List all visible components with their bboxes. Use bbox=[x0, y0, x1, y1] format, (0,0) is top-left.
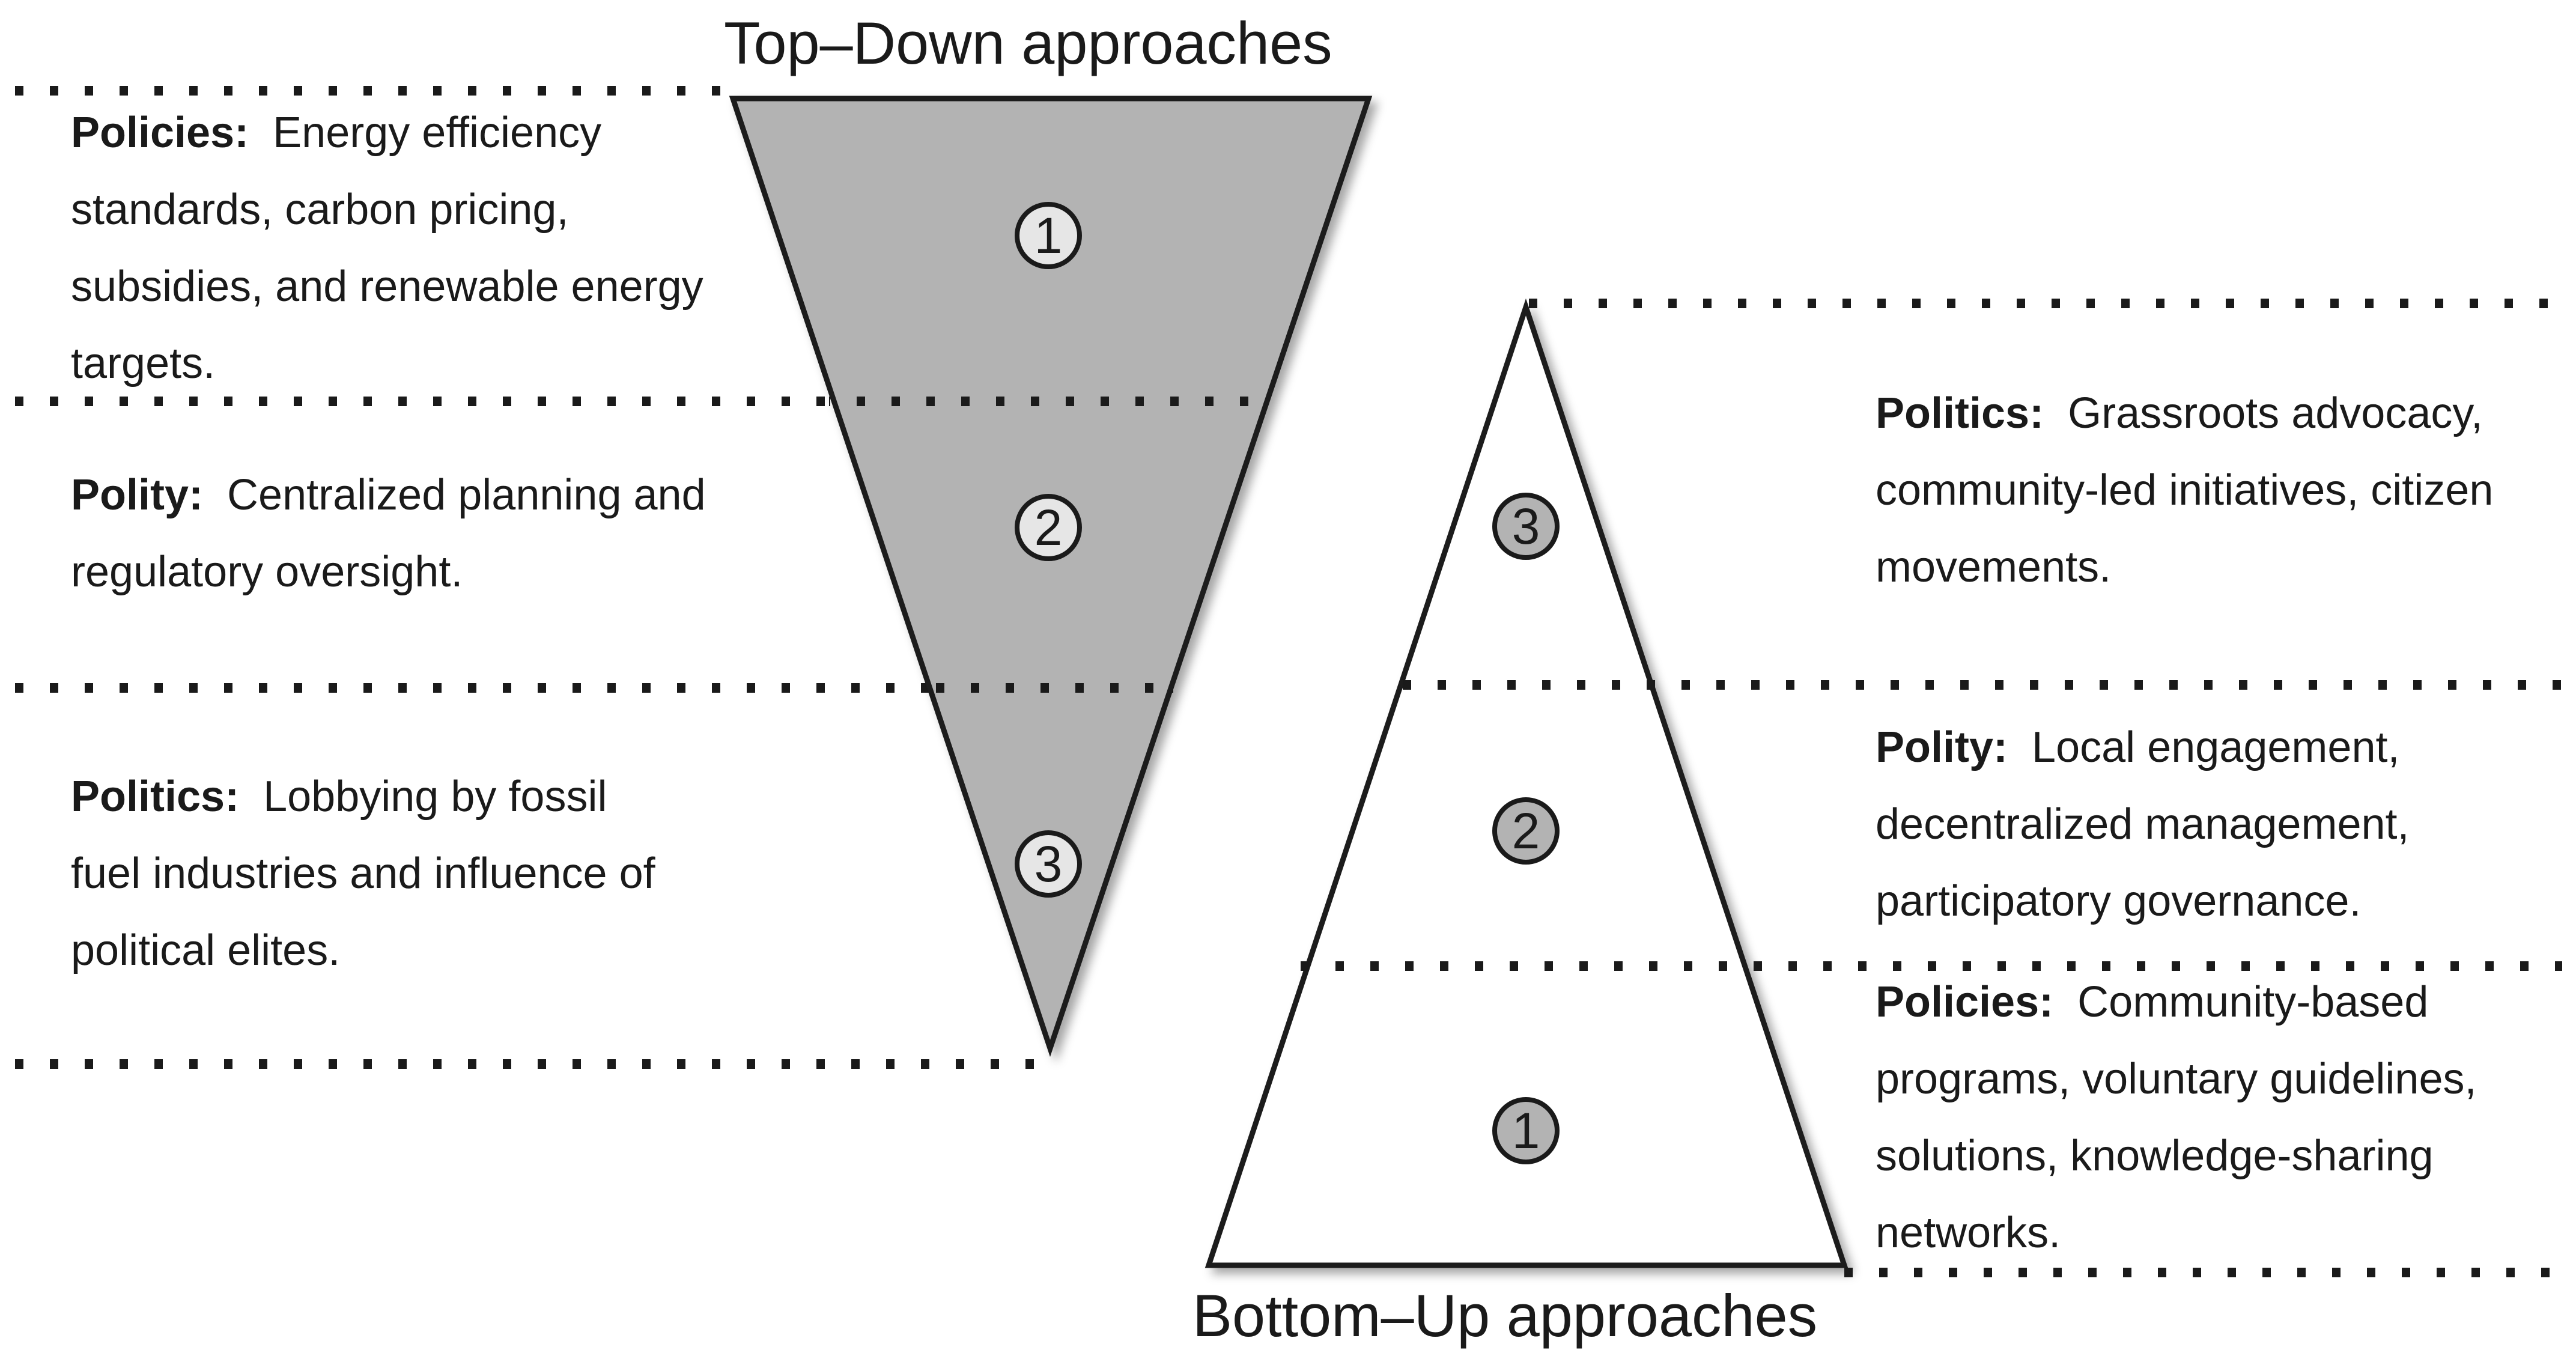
bottom-up-polity-text: Polity: Local engagement, decentralized … bbox=[1876, 709, 2548, 940]
bottom-up-polity-heading: Polity: bbox=[1876, 723, 2008, 771]
top-down-politics-text: Politics: Lobbying by fossil fuel indust… bbox=[71, 758, 684, 989]
top-down-triangle bbox=[729, 96, 1373, 1057]
top-down-level-1-number: 1 bbox=[1034, 207, 1063, 264]
top-down-polity-body: Centralized planning and regulatory over… bbox=[71, 471, 706, 596]
top-down-level-2-marker: 2 bbox=[1015, 494, 1082, 561]
top-down-politics-body: Lobbying by fossil fuel industries and i… bbox=[71, 773, 655, 974]
bottom-up-level-2-marker: 2 bbox=[1492, 797, 1560, 865]
bottom-up-politics-body: Grassroots advocacy, community-led initi… bbox=[1876, 389, 2494, 591]
top-down-policies-body: Energy efficiency standards, carbon pric… bbox=[71, 109, 703, 388]
top-down-polity-text: Polity: Centralized planning and regulat… bbox=[71, 457, 720, 610]
top-down-level-3-marker: 3 bbox=[1015, 830, 1082, 898]
bottom-up-level-2-number: 2 bbox=[1512, 803, 1540, 859]
top-down-title: Top–Down approaches bbox=[724, 10, 1332, 76]
top-down-level-3-number: 3 bbox=[1034, 836, 1063, 892]
bottom-up-polity-body: Local engagement, decentralized manageme… bbox=[1876, 723, 2410, 925]
bottom-up-triangle bbox=[1204, 298, 1848, 1268]
bottom-up-politics-heading: Politics: bbox=[1876, 389, 2044, 437]
bottom-up-policies-text: Policies: Community-based programs, volu… bbox=[1876, 964, 2548, 1271]
bottom-up-title: Bottom–Up approaches bbox=[1192, 1282, 1818, 1349]
top-down-level-2-number: 2 bbox=[1034, 499, 1063, 556]
bottom-up-policies-body: Community-based programs, voluntary guid… bbox=[1876, 978, 2477, 1257]
bottom-up-politics-text: Politics: Grassroots advocacy, community… bbox=[1876, 375, 2548, 606]
bottom-up-level-3-marker: 3 bbox=[1492, 493, 1560, 560]
bottom-up-level-1-marker: 1 bbox=[1492, 1097, 1560, 1164]
top-down-policies-heading: Policies: bbox=[71, 109, 249, 157]
bottom-up-policies-heading: Policies: bbox=[1876, 978, 2054, 1026]
bottom-up-level-1-number: 1 bbox=[1512, 1102, 1540, 1159]
top-down-polity-heading: Polity: bbox=[71, 471, 204, 519]
top-down-politics-heading: Politics: bbox=[71, 773, 240, 821]
bottom-up-level-3-number: 3 bbox=[1512, 498, 1540, 555]
top-down-policies-text: Policies: Energy efficiency standards, c… bbox=[71, 94, 720, 402]
top-down-level-1-marker: 1 bbox=[1015, 202, 1082, 269]
